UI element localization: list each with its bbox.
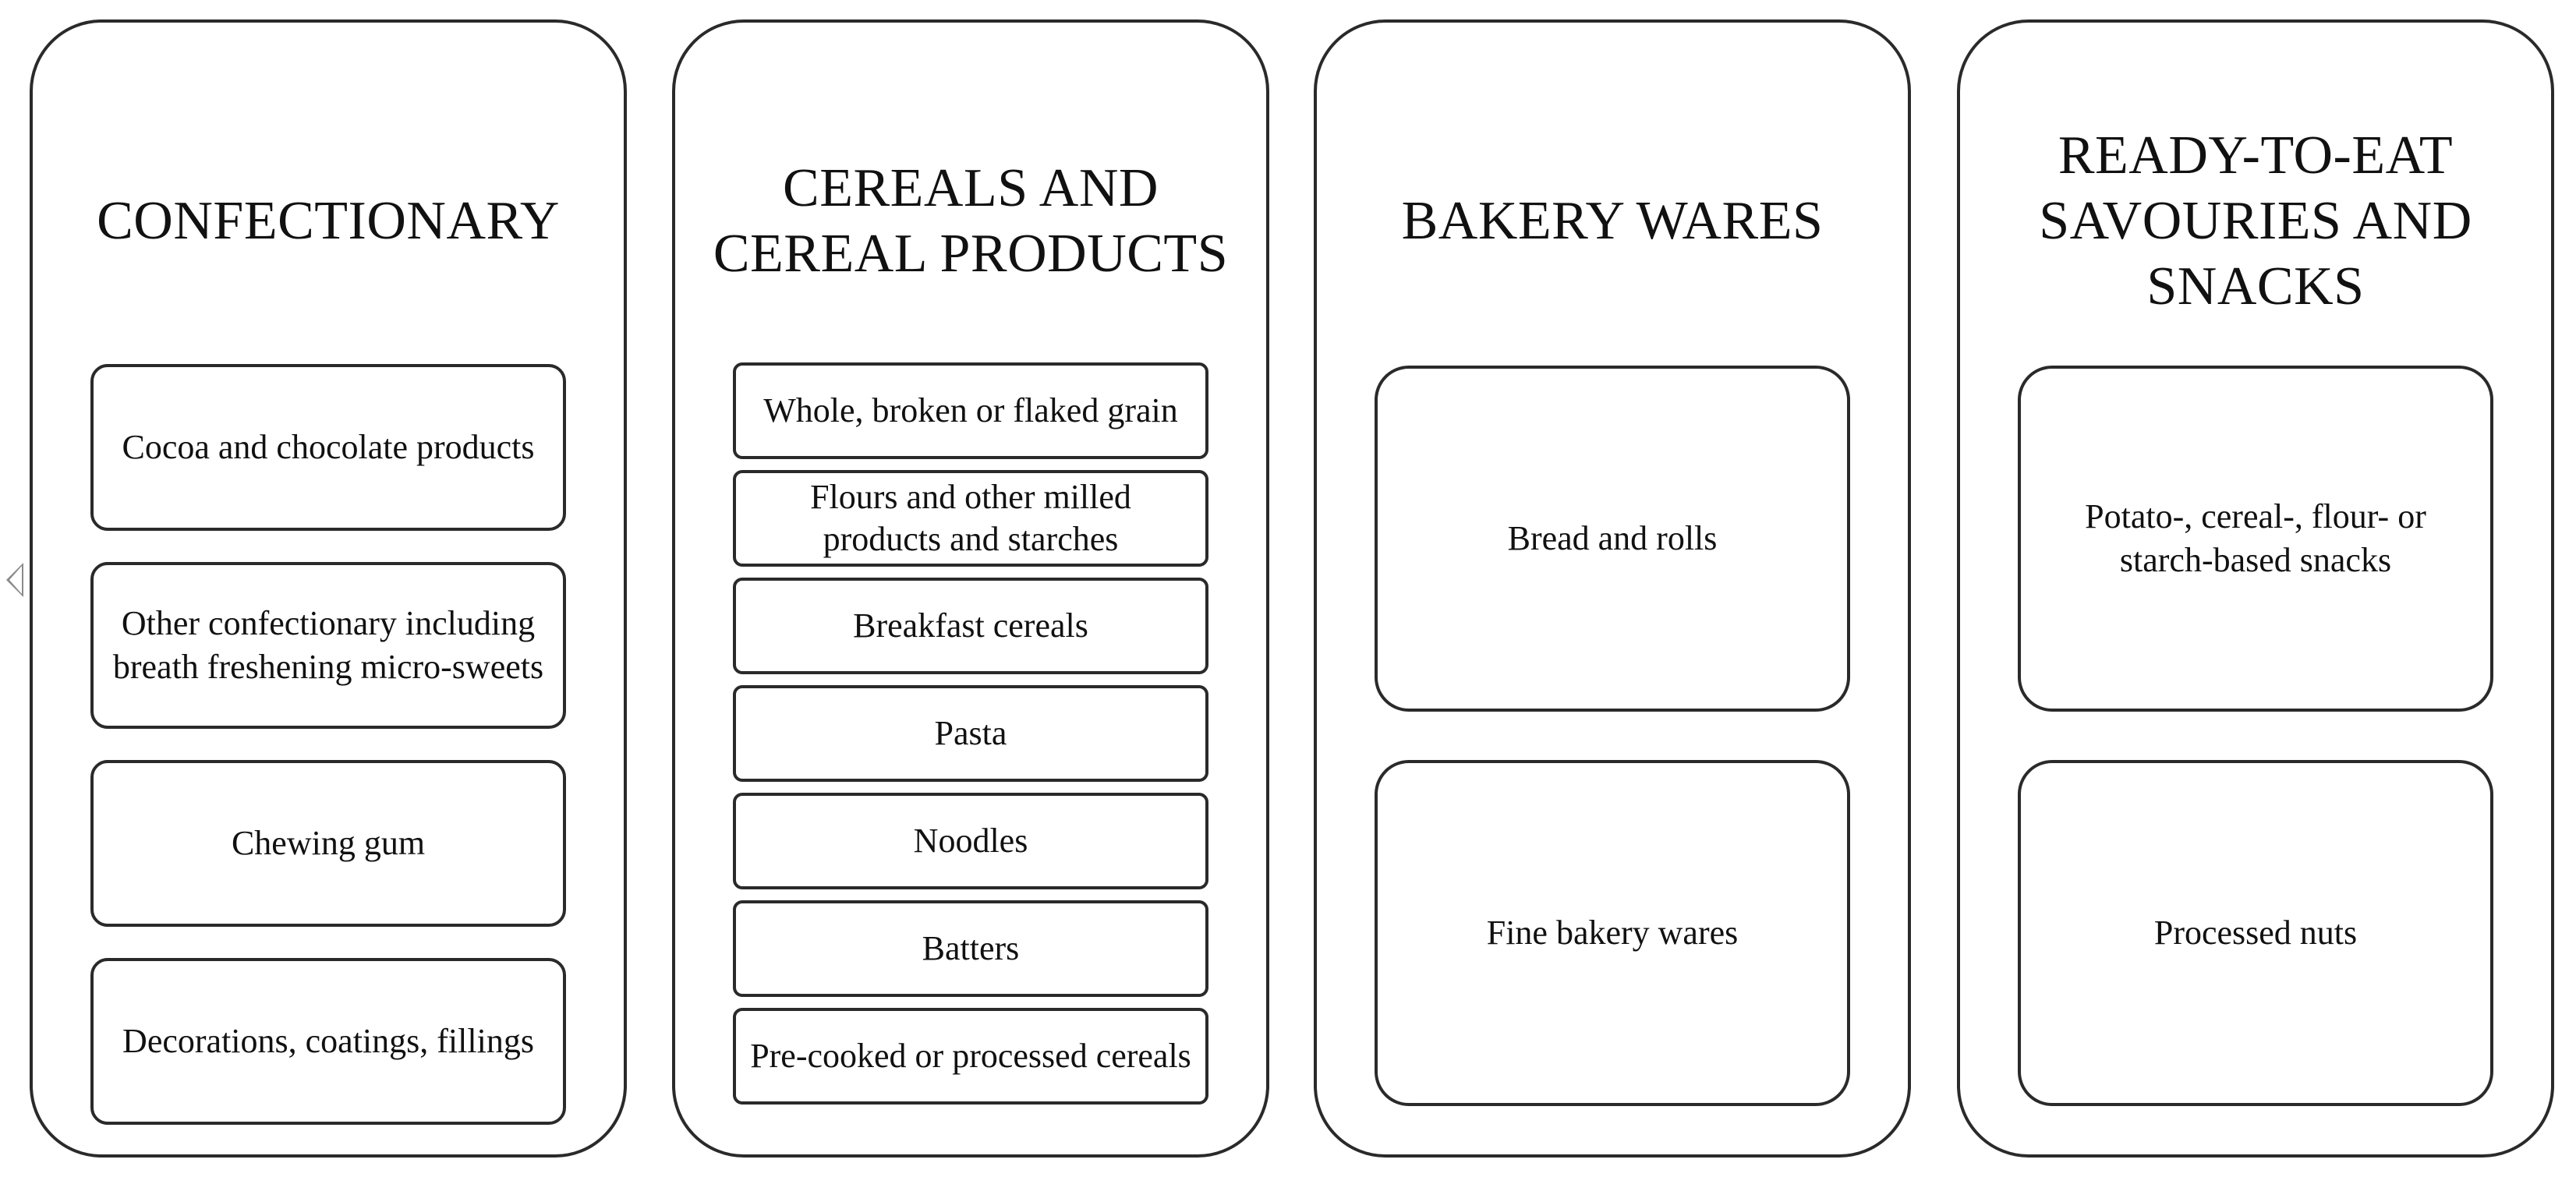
column-confectionary: CONFECTIONARY Cocoa and chocolate produc… bbox=[30, 19, 627, 1158]
column-title: READY-TO-EAT SAVOURIES AND SNACKS bbox=[2039, 125, 2472, 316]
column-title: BAKERY WARES bbox=[1401, 191, 1824, 251]
column-title: CONFECTIONARY bbox=[97, 191, 560, 251]
item-list: Bread and rolls Fine bakery wares bbox=[1375, 366, 1850, 1106]
item-list: Cocoa and chocolate products Other confe… bbox=[90, 364, 566, 1125]
column-bakery-wares: BAKERY WARES Bread and rolls Fine bakery… bbox=[1314, 19, 1911, 1158]
category-item: Pre-cooked or processed cereals bbox=[733, 1008, 1208, 1105]
item-list: Potato-, cereal-, flour- or starch-based… bbox=[2018, 366, 2493, 1106]
column-cereals: CEREALS AND CEREAL PRODUCTS Whole, broke… bbox=[672, 19, 1269, 1158]
collapse-arrow-icon[interactable] bbox=[6, 563, 23, 597]
category-item: Flours and other milled products and sta… bbox=[733, 470, 1208, 567]
column-ready-to-eat: READY-TO-EAT SAVOURIES AND SNACKS Potato… bbox=[1957, 19, 2554, 1158]
category-item: Pasta bbox=[733, 685, 1208, 782]
column-title: CEREALS AND CEREAL PRODUCTS bbox=[713, 158, 1229, 284]
category-item: Other confectionary including breath fre… bbox=[90, 562, 566, 729]
item-list: Whole, broken or flaked grain Flours and… bbox=[733, 362, 1208, 1105]
category-item: Breakfast cereals bbox=[733, 578, 1208, 674]
category-item: Cocoa and chocolate products bbox=[90, 364, 566, 531]
category-item: Bread and rolls bbox=[1375, 366, 1850, 712]
category-item: Processed nuts bbox=[2018, 760, 2493, 1106]
category-item: Whole, broken or flaked grain bbox=[733, 362, 1208, 459]
category-item: Potato-, cereal-, flour- or starch-based… bbox=[2018, 366, 2493, 712]
category-item: Decorations, coatings, fillings bbox=[90, 958, 566, 1125]
category-item: Chewing gum bbox=[90, 760, 566, 927]
category-item: Batters bbox=[733, 900, 1208, 997]
category-item: Noodles bbox=[733, 793, 1208, 889]
category-item: Fine bakery wares bbox=[1375, 760, 1850, 1106]
